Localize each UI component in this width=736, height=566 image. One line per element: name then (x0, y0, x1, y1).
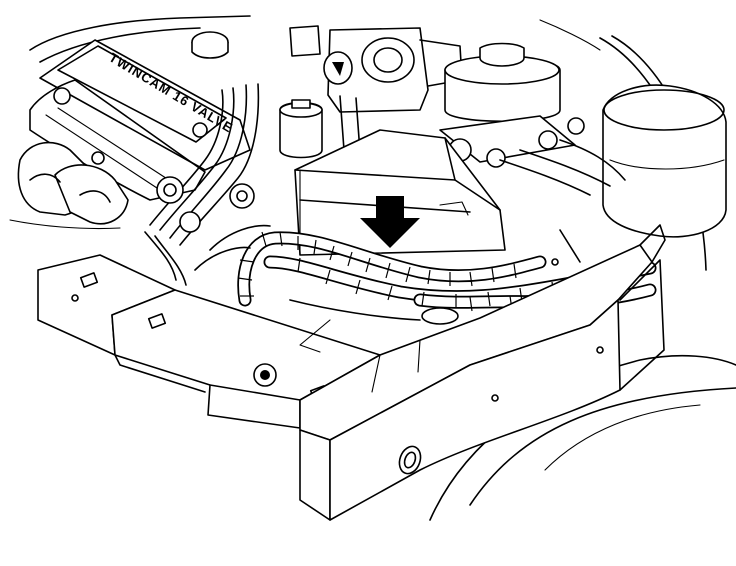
fuel-line-bundle (145, 84, 258, 285)
misc-hoses (195, 226, 420, 352)
front-crossmember (300, 225, 665, 520)
down-arrow-icon (360, 196, 420, 248)
exhaust-manifold (10, 143, 128, 229)
brake-master-cylinder (440, 44, 625, 196)
strut-tower (603, 85, 726, 237)
top-frame (30, 16, 600, 62)
throttle-body (192, 26, 462, 112)
radiator-support (38, 255, 380, 428)
down-arrow-indicator (360, 196, 420, 248)
sensor-canister (280, 96, 360, 158)
